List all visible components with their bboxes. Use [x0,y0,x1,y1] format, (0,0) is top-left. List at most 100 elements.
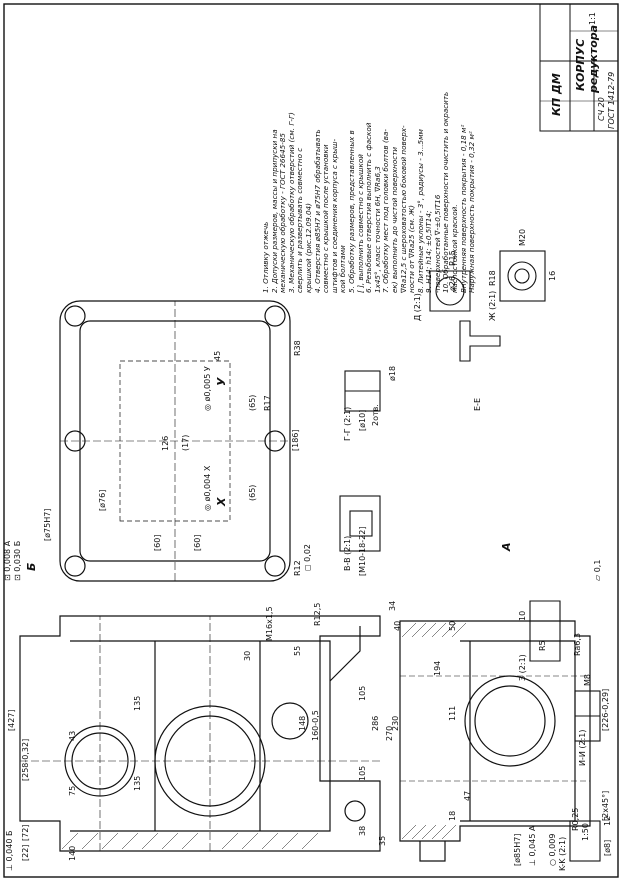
label-m10: [M10-18-22] [358,527,367,576]
label-r5: R5 [538,640,547,651]
dim-17: (17) [181,435,190,451]
dim-75: 75 [68,786,77,796]
dim-45: 45 [213,351,222,361]
dim-30: 30 [243,651,252,661]
dim-50: 50 [448,621,457,631]
dim-M16: M16x1,5 [265,606,274,641]
dim-22: [22] [21,845,30,861]
label-r15: R15 [448,250,457,266]
dim-65a: (65) [248,395,257,411]
label-150: 1:50 [581,823,590,841]
dim-60a: [60] [153,535,162,551]
dim-43: 43 [68,731,77,741]
dim-R17: R17 [263,395,272,411]
label-m8: M8 [583,674,592,686]
dim-226: [226-0,29] [601,689,610,731]
dim-R025: R0,25 [571,808,580,831]
note-line: Наружная поверхность покрытия - 0,32 м² [467,131,477,293]
dim-38: 38 [358,826,367,836]
label-zh: Ж (2:1) [488,291,497,321]
label-ii: И-И (2:1) [578,729,587,766]
title-block [539,3,619,132]
dim-35: 35 [378,836,387,846]
label-r18: R18 [488,270,497,286]
label-z3: З (2:1) [518,654,527,681]
dim-135b: 135 [133,776,142,791]
label-d18: ø18 [388,366,397,381]
label-bb: B-B (2:1) [343,536,352,571]
tol-008: ⊡ 0,008 A [3,540,12,581]
dim-148: 148 [298,716,307,731]
datum-y: У [215,377,228,386]
section-gg [344,370,381,412]
label-d10: [ø10] [358,410,367,431]
dim-40: 40 [393,621,402,631]
outer-frame [3,3,619,878]
label-d26: ø26 [448,276,457,291]
tol-045: ⊥ 0,045 A [528,825,537,866]
dim-160: 160-0,5 [311,710,320,741]
dim-R12: R12 [293,560,302,576]
datum-b: Б [25,563,38,571]
dim-R125: R12,5 [313,603,322,626]
label-d12: 12 [603,816,612,826]
dim-18: 18 [448,811,457,821]
title-part-name-1: КОРПУС [574,39,587,91]
dim-75h7: [ø75H7] [43,509,52,541]
section-zh [499,250,546,302]
section-dd [429,270,471,312]
dim-111: 111 [448,706,457,721]
tol-x: ◎ ø0,004 X [203,465,212,511]
dim-55: 55 [293,646,302,656]
dim-105a: 105 [358,766,367,781]
label-d10b: 10 [518,611,527,621]
section-z3 [529,600,561,662]
roughness-general: Ra6,3 [573,633,582,656]
section-ii [574,690,601,742]
dim-105b: 105 [358,686,367,701]
dim-270: 270 [385,726,394,741]
dim-140: 140 [68,846,77,861]
dim-65b: (65) [248,485,257,501]
title-material-2: ГОСТ 1412-79 [607,72,616,129]
section-ee [459,320,501,362]
label-kk: K-K (2:1) [558,837,567,871]
dim-72: [72] [21,825,30,841]
main-section-view [19,615,381,852]
dim-76: [ø76] [98,490,107,511]
dim-60b: [60] [193,535,202,551]
tol-009: ○ 0,009 [548,834,557,866]
tol-030: ⊡ 0,030 Б [13,541,22,581]
dim-286: 286 [371,716,380,731]
label-2otv: 2отв. [371,404,380,426]
section-kk [569,820,601,862]
dim-258: [258-0,32] [21,739,30,781]
side-section-view [399,620,591,862]
dim-194: 194 [433,661,442,676]
title-doc-code: КП ДМ [550,73,563,116]
tol-01: ▱ 0,1 [593,560,602,581]
label-d16: 16 [548,271,557,281]
label-ee: E-E [473,398,482,411]
plan-view [59,300,291,582]
dim-85H7: [ø85H7] [513,834,522,866]
title-part-name-2: редуктора [587,25,600,94]
dim-R38: R38 [293,340,302,356]
dim-427: [427] [7,709,16,731]
tol-02: ◻ 0,02 [303,544,312,571]
dim-2x45: [2x45°] [601,791,610,821]
label-dd: Д (2:1) [413,293,422,321]
tol-y: ◎ ø0,005 У [203,366,212,411]
dim-135a: 135 [133,696,142,711]
dim-47: 47 [463,791,472,801]
tol-040: ⊥ 0,040 Б [5,831,14,871]
label-m20: M20 [518,229,527,246]
dim-186: [186] [291,429,300,451]
dim-126: 126 [161,436,170,451]
title-material-1: СЧ 20 [597,97,606,121]
datum-a: A [500,542,513,552]
title-scale: 1:1 [588,12,597,25]
